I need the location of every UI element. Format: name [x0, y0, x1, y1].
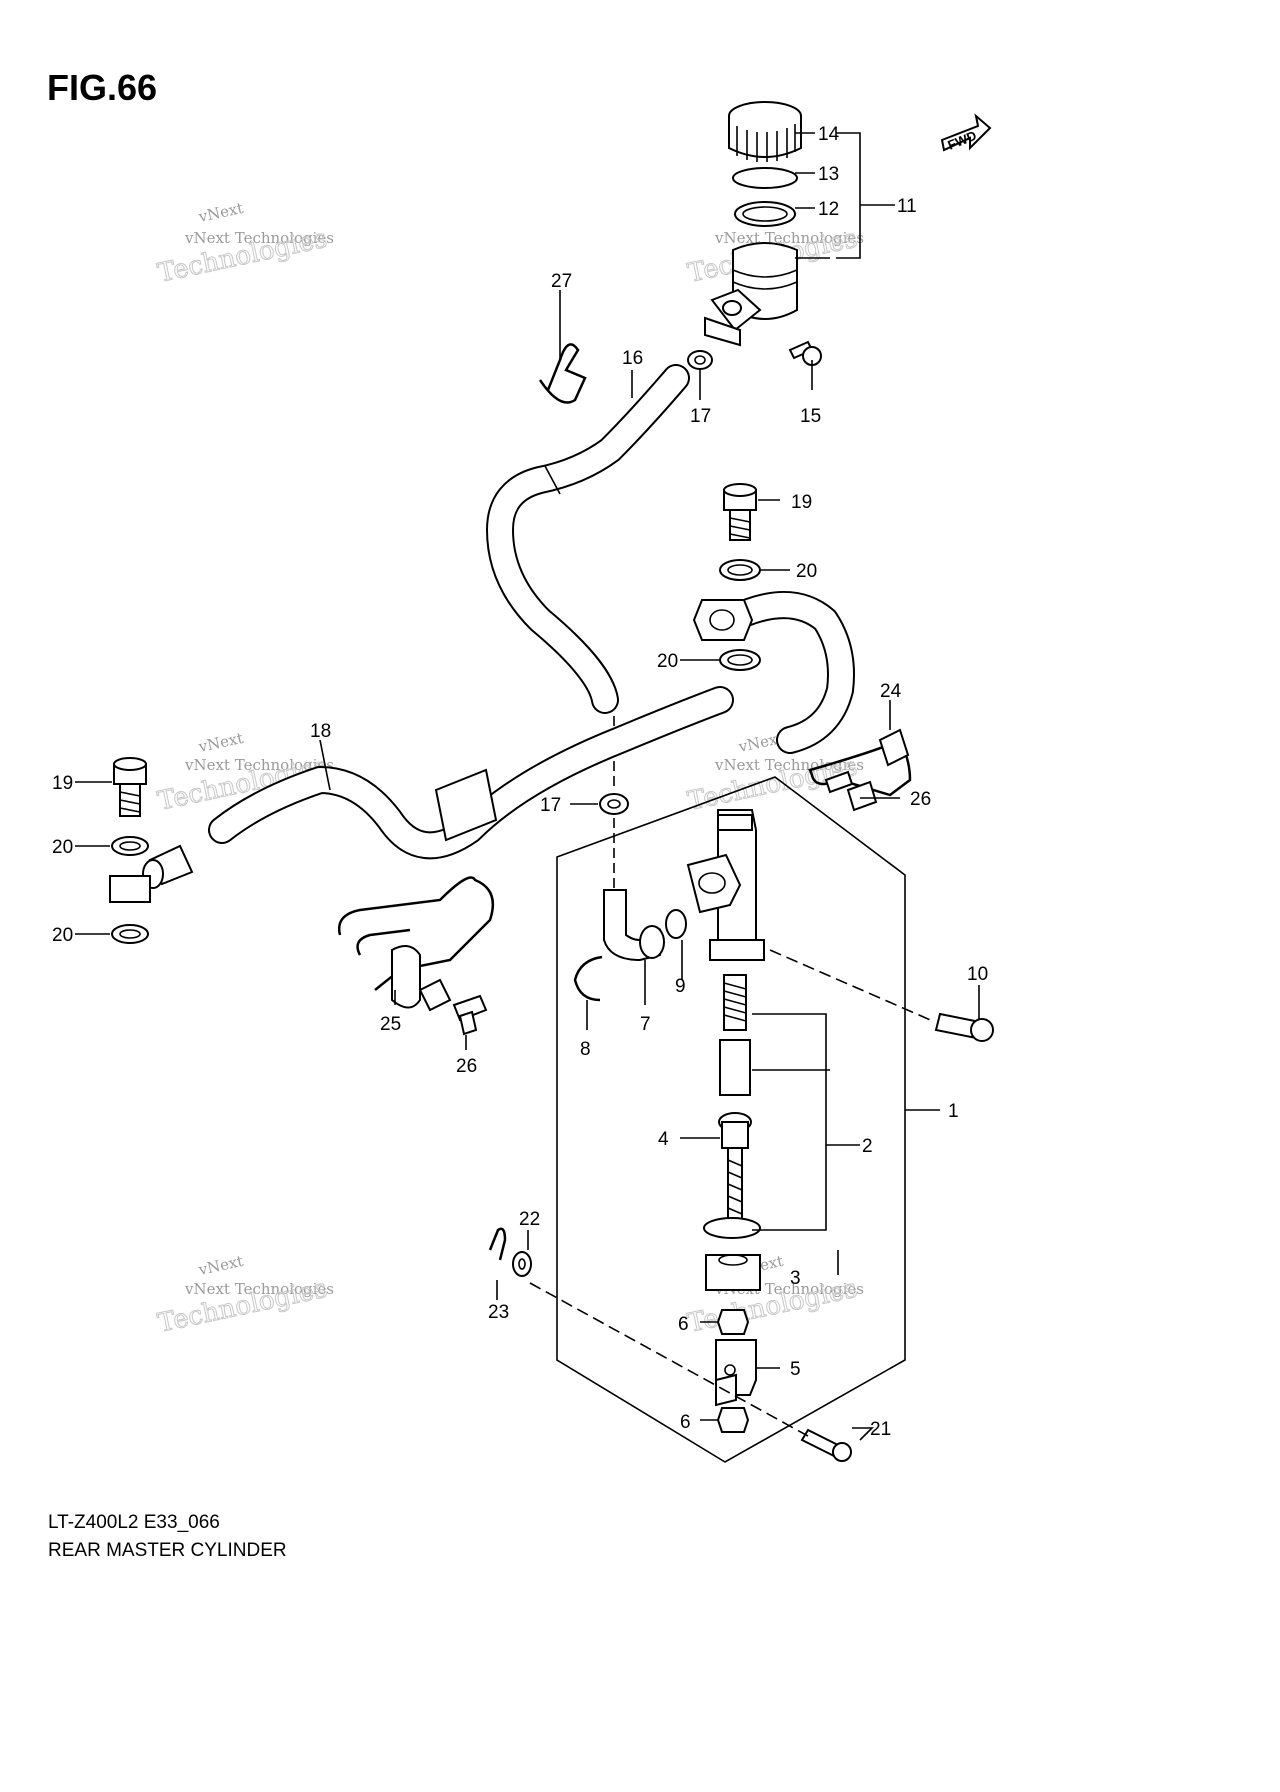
callout-17-top: 17 — [690, 406, 711, 427]
callouts: 14 13 12 11 27 16 17 15 19 20 20 24 18 2… — [52, 124, 988, 1440]
washer-20-right-b — [719, 649, 761, 671]
svg-text:vNext Technologies: vNext Technologies — [714, 756, 864, 774]
nut-6-lower — [716, 1407, 750, 1433]
clamp-17-middle — [599, 793, 629, 815]
union-bolt-19-right — [723, 483, 757, 541]
callout-8: 8 — [580, 1039, 591, 1060]
callout-26-left: 26 — [456, 1056, 477, 1077]
svg-text:vNext: vNext — [196, 729, 245, 756]
callout-1: 1 — [948, 1101, 959, 1122]
bolt-10 — [934, 1012, 994, 1042]
svg-text:vNext Technologies: vNext Technologies — [714, 229, 864, 247]
callout-23: 23 — [488, 1302, 509, 1323]
callout-19-left: 19 — [52, 773, 73, 794]
svg-text:vNext Technologies: vNext Technologies — [184, 756, 334, 774]
callout-24: 24 — [880, 681, 902, 702]
assembly-outline — [556, 776, 906, 1463]
svg-text:vNext: vNext — [196, 1252, 245, 1279]
clevis-5 — [715, 1339, 757, 1407]
callout-2: 2 — [862, 1136, 873, 1157]
spring-and-piston — [703, 974, 761, 1291]
callout-15: 15 — [800, 406, 821, 427]
sleeve-20-left — [109, 875, 151, 903]
watermark-mid-right: vNext vNext Technologies Technologies — [685, 729, 864, 817]
washer-20-right-a — [719, 559, 761, 581]
brake-hose — [142, 591, 855, 889]
callout-18: 18 — [310, 721, 331, 742]
o-ring-9 — [665, 909, 687, 939]
hose-guide-25 — [337, 876, 495, 1012]
callout-19-right: 19 — [791, 492, 812, 513]
bracket-24 — [808, 728, 912, 797]
callout-22: 22 — [519, 1209, 540, 1230]
cotter-pin-23 — [488, 1227, 507, 1261]
pin-21 — [800, 1428, 852, 1462]
callout-20-left-a: 20 — [52, 837, 73, 858]
callout-leaders — [75, 132, 980, 1441]
callout-12: 12 — [818, 199, 839, 220]
callout-16: 16 — [622, 348, 643, 369]
figure-caption: REAR MASTER CYLINDER — [48, 1540, 287, 1561]
callout-10: 10 — [967, 964, 988, 985]
washer-20-left-b — [111, 924, 149, 944]
washer-20-left-a — [111, 836, 149, 856]
union-bolt-19-left — [113, 757, 147, 817]
callout-7: 7 — [640, 1014, 651, 1035]
hose-joint-7 — [603, 889, 665, 962]
svg-text:vNext Technologies: vNext Technologies — [184, 1280, 334, 1298]
svg-text:vNext: vNext — [196, 199, 245, 226]
callout-27: 27 — [551, 271, 572, 292]
reservoir-assembly — [704, 101, 822, 366]
circlip-8 — [573, 955, 603, 1002]
callout-4: 4 — [658, 1129, 669, 1150]
callout-13: 13 — [818, 164, 839, 185]
bolt-26-right — [824, 770, 878, 812]
master-cylinder-body — [686, 809, 765, 961]
reservoir-hose — [486, 364, 690, 714]
svg-text:vNext Technologies: vNext Technologies — [184, 229, 334, 247]
svg-text:FWD: FWD — [946, 128, 979, 153]
figure-title: FIG.66 — [47, 67, 157, 108]
callout-6-lower: 6 — [680, 1412, 691, 1433]
callout-3: 3 — [790, 1268, 801, 1289]
callout-21: 21 — [870, 1419, 891, 1440]
callout-20-left-b: 20 — [52, 925, 73, 946]
callout-20-right-a: 20 — [796, 561, 817, 582]
callout-9: 9 — [675, 976, 686, 997]
callout-20-right-b: 20 — [657, 651, 678, 672]
callout-5: 5 — [790, 1359, 801, 1380]
fwd-arrow-icon: FWD — [940, 113, 992, 153]
clip-27 — [538, 343, 587, 404]
callout-6-upper: 6 — [678, 1314, 689, 1335]
callout-26-right: 26 — [910, 789, 931, 810]
model-code: LT-Z400L2 E33_066 — [48, 1512, 220, 1533]
callout-14: 14 — [818, 124, 840, 145]
watermark-top-left: vNext vNext Technologies Technologies — [155, 199, 334, 289]
clamp-17-top — [687, 350, 713, 370]
bolt-axis-line — [769, 949, 936, 1023]
watermark-bottom-left: vNext vNext Technologies Technologies — [155, 1252, 334, 1339]
callout-25: 25 — [380, 1014, 401, 1035]
bolt-26-left — [452, 994, 488, 1036]
nut-6-upper — [716, 1309, 750, 1335]
washer-22 — [512, 1251, 532, 1277]
callout-11: 11 — [897, 196, 917, 217]
callout-17-middle: 17 — [540, 795, 561, 816]
